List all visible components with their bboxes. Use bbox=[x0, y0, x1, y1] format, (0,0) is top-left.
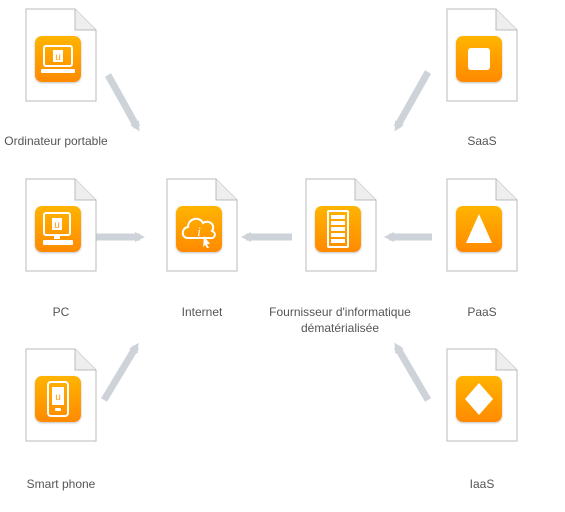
arrow-laptop-to-internet bbox=[104, 73, 141, 132]
smartphone-icon: u bbox=[35, 376, 81, 422]
node-internet: i bbox=[166, 178, 238, 272]
arrow-phone-to-internet bbox=[101, 342, 139, 402]
svg-text:u: u bbox=[54, 220, 60, 231]
label-iaas: IaaS bbox=[469, 477, 495, 491]
label-provider-line2: dématérialisée bbox=[300, 321, 380, 335]
svg-text:u: u bbox=[55, 392, 61, 403]
triangle-icon bbox=[456, 206, 502, 252]
label-laptop: Ordinateur portable bbox=[4, 134, 108, 148]
label-phone: Smart phone bbox=[26, 477, 96, 491]
label-pc: PC bbox=[52, 305, 70, 319]
arrow-iaas-to-provider bbox=[393, 342, 432, 402]
node-paas bbox=[446, 178, 518, 272]
svg-text:i: i bbox=[197, 224, 201, 239]
node-pc: u bbox=[25, 178, 97, 272]
label-saas: SaaS bbox=[467, 134, 497, 148]
arrow-saas-to-provider bbox=[393, 70, 432, 132]
diamond-icon bbox=[456, 376, 502, 422]
cloud-info-icon: i bbox=[176, 206, 222, 252]
node-iaas bbox=[446, 348, 518, 442]
node-provider bbox=[305, 178, 377, 272]
label-provider: Fournisseur d'informatique dématérialisé… bbox=[255, 304, 425, 336]
label-paas: PaaS bbox=[467, 305, 497, 319]
label-internet: Internet bbox=[181, 305, 223, 319]
node-laptop: u bbox=[25, 8, 97, 102]
server-rack-icon bbox=[315, 206, 361, 252]
label-provider-line1: Fournisseur d'informatique bbox=[269, 305, 411, 319]
square-icon bbox=[456, 36, 502, 82]
laptop-icon: u bbox=[35, 36, 81, 82]
node-saas bbox=[446, 8, 518, 102]
node-phone: u bbox=[25, 348, 97, 442]
svg-text:u: u bbox=[55, 52, 61, 63]
desktop-computer-icon: u bbox=[35, 206, 81, 252]
